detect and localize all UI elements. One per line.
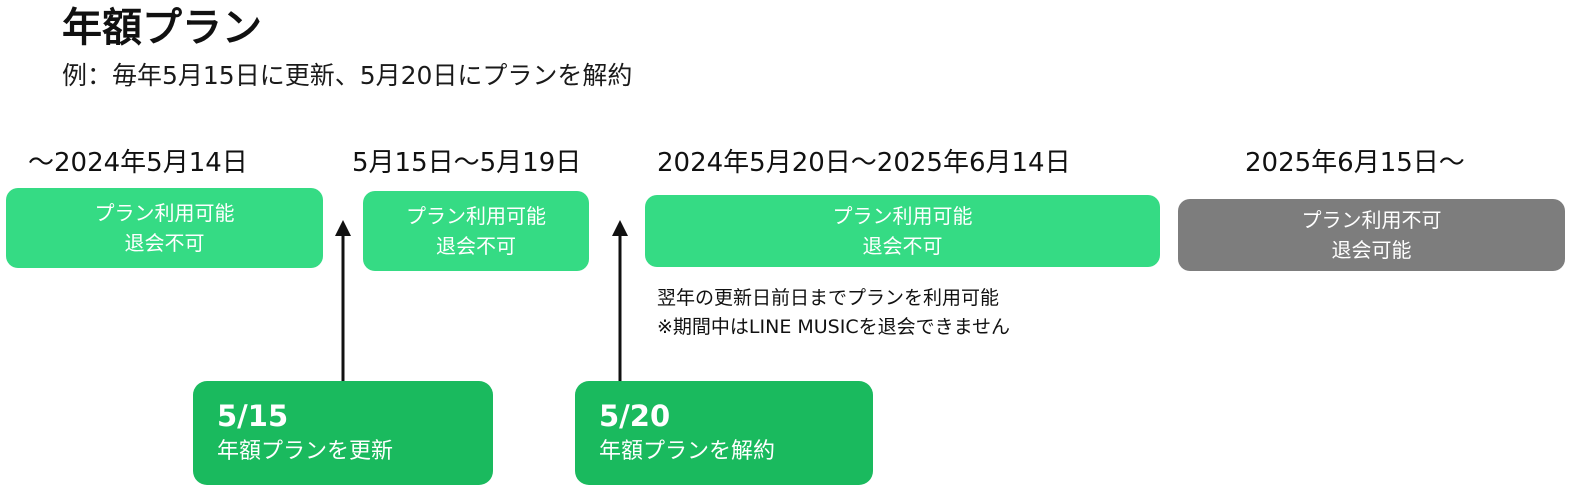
arrow-cancel-head <box>612 220 628 236</box>
status-box-4-line2: 退会可能 <box>1331 238 1412 262</box>
status-box-2: プラン利用可能 退会不可 <box>363 191 589 271</box>
status-box-1-line2: 退会不可 <box>124 231 205 255</box>
event-renew-label: 年額プランを更新 <box>217 439 394 464</box>
arrow-renew-head <box>335 220 351 236</box>
status-box-1-line1: プラン利用可能 <box>94 201 235 225</box>
status-box-3-line2: 退会不可 <box>862 234 943 258</box>
usage-note-line2: ※期間中はLINE MUSICを退会できません <box>657 316 1011 338</box>
page-title: 年額プラン <box>62 5 262 51</box>
period-label-1: 〜2024年5月14日 <box>28 148 248 178</box>
page-subtitle: 例：毎年5月15日に更新、5月20日にプランを解約 <box>62 61 633 90</box>
status-box-3-line1: プラン利用可能 <box>832 204 973 228</box>
period-label-2: 5月15日〜5月19日 <box>352 148 582 178</box>
usage-note-line1: 翌年の更新日前日までプランを利用可能 <box>657 287 1000 309</box>
status-box-4: プラン利用不可 退会可能 <box>1178 199 1565 271</box>
status-box-4-line1: プラン利用不可 <box>1301 208 1442 232</box>
event-box-renew: 5/15 年額プランを更新 <box>193 381 493 485</box>
status-box-3: プラン利用可能 退会不可 <box>645 195 1160 267</box>
event-cancel-date: 5/20 <box>599 399 671 433</box>
status-box-1: プラン利用可能 退会不可 <box>6 188 323 268</box>
period-label-4: 2025年6月15日〜 <box>1245 148 1465 178</box>
event-cancel-label: 年額プランを解約 <box>599 439 776 464</box>
usage-note: 翌年の更新日前日までプランを利用可能 ※期間中はLINE MUSICを退会できま… <box>657 284 1010 342</box>
event-box-cancel: 5/20 年額プランを解約 <box>575 381 873 485</box>
status-box-2-line1: プラン利用可能 <box>406 204 546 228</box>
status-box-2-line2: 退会不可 <box>436 234 516 258</box>
period-label-3: 2024年5月20日〜2025年6月14日 <box>657 148 1071 178</box>
event-renew-date: 5/15 <box>217 399 289 433</box>
